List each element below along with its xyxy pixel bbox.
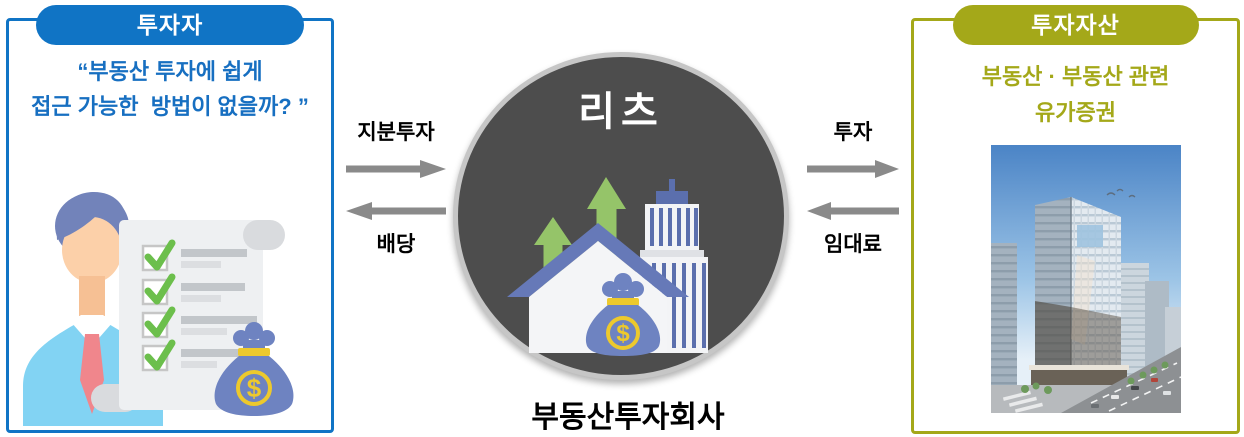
money-bag-icon: $ — [585, 273, 661, 356]
building-photo — [991, 145, 1181, 413]
investor-quote-line2: 접근 가능한 방법이 없을까? ” — [31, 94, 309, 119]
arrow-right-icon — [807, 160, 899, 178]
investor-quote: “부동산 투자에 쉽게 접근 가능한 방법이 없을까? ” — [9, 54, 331, 124]
dollar-sign: $ — [247, 373, 262, 403]
flow-label-rent: 임대료 — [824, 233, 882, 256]
main-tower — [1029, 197, 1129, 387]
investor-illustration: $ — [23, 192, 294, 426]
flow-label-equity-investment: 지분투자 — [357, 121, 435, 144]
investor-panel: 투자자 “부동산 투자에 쉽게 접근 가능한 방법이 없을까? ” — [6, 5, 334, 433]
checklist-document-icon — [91, 220, 285, 412]
asset-badge: 투자자산 — [952, 5, 1199, 45]
flow-label-dividend: 배당 — [376, 233, 416, 256]
crosswalk — [1002, 390, 1043, 413]
asset-panel: 투자자산 부동산 · 부동산 관련 유가증권 — [911, 5, 1240, 434]
investor-badge: 투자자 — [36, 5, 304, 45]
asset-description: 부동산 · 부동산 관련 유가증권 — [914, 59, 1237, 131]
flow-group-right: 투자 임대료 — [803, 116, 903, 256]
birds — [1106, 188, 1136, 198]
flow-group-left: 지분투자 배당 — [344, 116, 448, 256]
arrow-left-icon — [346, 202, 446, 220]
investor-quote-line1: “부동산 투자에 쉽게 — [77, 59, 263, 84]
reit-assets-icon: $ — [507, 177, 708, 356]
dollar-sign: $ — [616, 320, 630, 347]
reit-circle: 리츠 — [453, 52, 789, 380]
arrow-left-icon — [807, 202, 899, 220]
arrow-right-icon — [346, 160, 446, 178]
reit-circle-title: 리츠 — [578, 90, 664, 134]
cars — [1091, 378, 1171, 408]
asset-desc-line1: 부동산 · 부동산 관련 — [981, 64, 1170, 89]
money-bag-icon: $ — [214, 322, 294, 416]
flow-label-investment: 투자 — [833, 121, 873, 144]
reit-circle-caption: 부동산투자회사 — [531, 401, 725, 434]
road — [1061, 347, 1181, 413]
trees — [1021, 361, 1169, 394]
asset-desc-line2: 유가증권 — [1035, 100, 1116, 125]
